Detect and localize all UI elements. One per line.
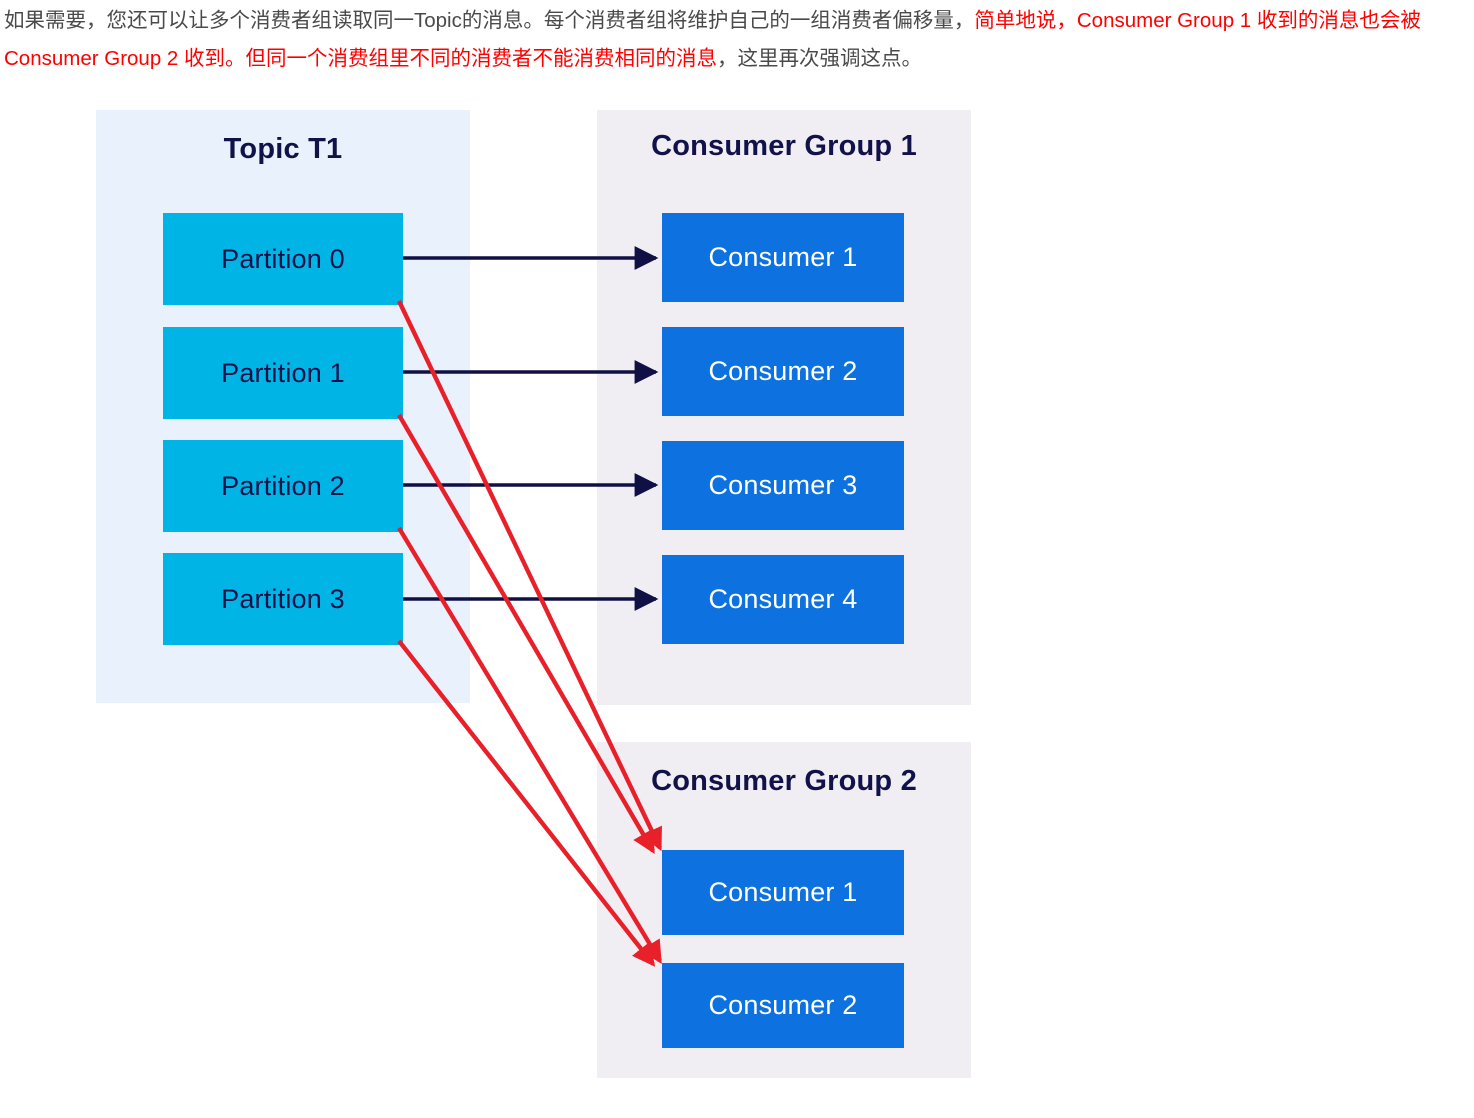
partition-box-3[interactable]: Partition 3 [163,553,403,645]
consumer-group-1-consumer-1[interactable]: Consumer 1 [662,213,904,302]
consumer-group-2-title: Consumer Group 2 [651,765,917,797]
caption-segment-2-highlight: 简单地说，Consumer Group 1 收到的消息也会被Consumer G… [4,9,1421,70]
consumer-group-1-consumer-2[interactable]: Consumer 2 [662,327,904,416]
partition-box-0[interactable]: Partition 0 [163,213,403,305]
partition-box-1[interactable]: Partition 1 [163,327,403,419]
kafka-consumer-group-diagram: Topic T1 Partition 0 Partition 1 Partiti… [0,100,1474,1118]
consumer-group-1-consumer-3[interactable]: Consumer 3 [662,441,904,530]
topic-panel-title: Topic T1 [223,133,343,165]
consumer-group-2-consumer-1[interactable]: Consumer 1 [662,850,904,935]
partition-box-2[interactable]: Partition 2 [163,440,403,532]
consumer-group-1-consumer-4[interactable]: Consumer 4 [662,555,904,644]
consumer-group-1-title: Consumer Group 1 [651,130,917,162]
caption-segment-3: ，这里再次强调这点。 [717,47,923,70]
caption-paragraph: 如果需要，您还可以让多个消费者组读取同一Topic的消息。每个消费者组将维护自己… [4,2,1470,78]
caption-segment-1: 如果需要，您还可以让多个消费者组读取同一Topic的消息。每个消费者组将维护自己… [4,9,975,32]
consumer-group-2-consumer-2[interactable]: Consumer 2 [662,963,904,1048]
